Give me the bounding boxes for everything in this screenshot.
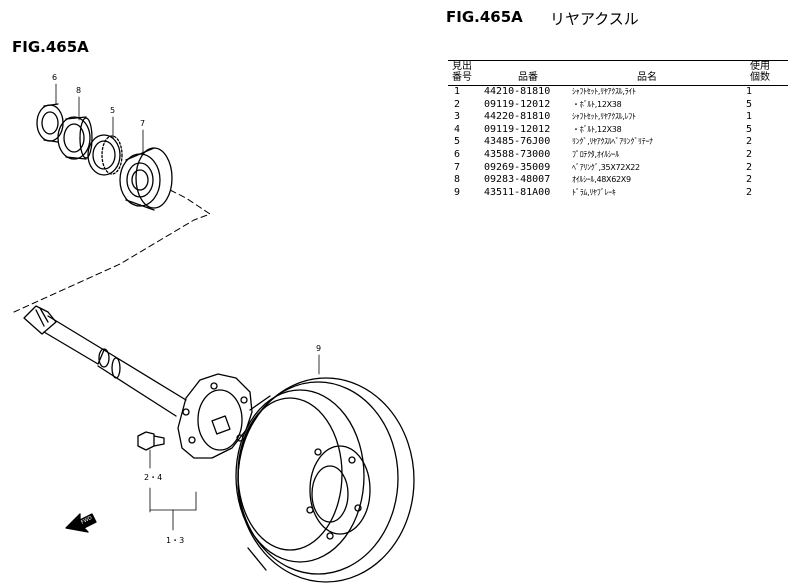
callout-9: 9	[316, 344, 321, 353]
table-row: 8 09283-48007 ｵｲﾙｼｰﾙ,48X62X9 2	[448, 174, 788, 187]
fig-code: FIG.465A	[446, 8, 523, 26]
qty: 1	[745, 86, 752, 97]
parts-table: 見出 番号 品番 品名 使用 個数 1 44210-81810 ｼｬﾌﾄｾｯﾄ,…	[448, 60, 788, 199]
ref-no: 8	[454, 174, 461, 186]
callout-5: 5	[110, 106, 115, 115]
brake-drum	[235, 377, 415, 583]
table-row: 6 43588-73000 ﾌﾟﾛﾃｸﾀ,ｵｲﾙｼｰﾙ 2	[448, 149, 788, 162]
callout-6: 6	[52, 73, 57, 82]
forward-arrow-icon: FWD	[65, 513, 97, 533]
callout-7: 7	[140, 119, 145, 128]
part-name: ・ﾎﾞﾙﾄ,12X38	[572, 99, 622, 109]
qty: 5	[745, 123, 752, 135]
header-qty: 使用 個数	[750, 61, 770, 83]
qty: 2	[745, 186, 752, 198]
part-name: ・ﾎﾞﾙﾄ,12X38	[572, 124, 622, 134]
fwd-label: FWD	[80, 515, 93, 526]
page-title: FIG.465A リヤアクスル	[446, 8, 639, 28]
hub-bolt	[137, 431, 165, 451]
bearing-retainer-ring	[87, 134, 123, 176]
qty: 5	[745, 98, 752, 110]
callout-2-4: 2・4	[144, 473, 162, 482]
qty: 2	[745, 174, 752, 186]
part-name: ﾘﾝｸﾞ,ﾘﾔｱｸｽﾙﾍﾞｱﾘﾝｸﾞﾘﾃｰﾅ	[572, 137, 653, 147]
part-no: 09119-12012	[484, 123, 551, 135]
ref-no: 3	[454, 111, 461, 123]
ref-no: 2	[454, 98, 461, 110]
table-row: 2 09119-12012 ・ﾎﾞﾙﾄ,12X38 5	[448, 99, 788, 112]
assembly-line	[13, 189, 211, 313]
part-name: ｼｬﾌﾄｾｯﾄ,ﾘﾔｱｸｽﾙ,ﾚﾌﾄ	[572, 112, 636, 122]
callout-1-3: 1・3	[166, 536, 184, 545]
part-no: 43511-81A00	[484, 186, 551, 198]
table-row: 1 44210-81810 ｼｬﾌﾄｾｯﾄ,ﾘﾔｱｸｽﾙ,ﾗｲﾄ 1	[448, 86, 788, 99]
part-name: ｵｲﾙｼｰﾙ,48X62X9	[572, 175, 631, 185]
part-no: 44210-81810	[484, 86, 551, 97]
axle-flange	[177, 373, 253, 459]
part-name: ｼｬﾌﾄｾｯﾄ,ﾘﾔｱｸｽﾙ,ﾗｲﾄ	[572, 87, 636, 96]
table-row: 5 43485-76J00 ﾘﾝｸﾞ,ﾘﾔｱｸｽﾙﾍﾞｱﾘﾝｸﾞﾘﾃｰﾅ 2	[448, 136, 788, 149]
table-row: 3 44220-81810 ｼｬﾌﾄｾｯﾄ,ﾘﾔｱｸｽﾙ,ﾚﾌﾄ 1	[448, 111, 788, 124]
fig-title: リヤアクスル	[550, 10, 639, 28]
ref-no: 4	[454, 123, 461, 135]
ref-no: 1	[454, 86, 461, 97]
table-row: 9 43511-81A00 ﾄﾞﾗﾑ,ﾘﾔﾌﾞﾚｰｷ 2	[448, 187, 788, 200]
qty: 1	[745, 111, 752, 123]
oil-seal-protector	[36, 103, 64, 143]
part-no: 43588-73000	[484, 148, 551, 160]
part-name: ﾌﾟﾛﾃｸﾀ,ｵｲﾙｼｰﾙ	[572, 149, 619, 159]
leader-bracket-right	[172, 491, 197, 531]
qty: 2	[745, 136, 752, 148]
qty: 2	[745, 161, 752, 173]
header-part-no: 品番	[518, 72, 538, 83]
ref-no: 6	[454, 148, 461, 160]
table-row: 7 09269-35009 ﾍﾞｱﾘﾝｸﾞ,35X72X22 2	[448, 162, 788, 175]
bearing	[119, 147, 173, 211]
leader-bracket-left	[149, 487, 197, 513]
header-ref-no: 見出 番号	[452, 61, 472, 83]
header-part-name: 品名	[637, 72, 657, 83]
exploded-parts-diagram: 6 8 5 7 9 2・4 1・3	[13, 73, 415, 583]
part-no: 09269-35009	[484, 161, 551, 173]
part-no: 09283-48007	[484, 174, 551, 186]
part-no: 44220-81810	[484, 111, 551, 123]
figure-label: FIG.465A	[12, 38, 89, 56]
part-no: 09119-12012	[484, 98, 551, 110]
parts-table-header: 見出 番号 品番 品名 使用 個数	[448, 60, 788, 86]
callout-8: 8	[76, 86, 81, 95]
part-name: ﾍﾞｱﾘﾝｸﾞ,35X72X22	[572, 162, 640, 172]
oil-seal	[57, 116, 93, 160]
part-name: ﾄﾞﾗﾑ,ﾘﾔﾌﾞﾚｰｷ	[572, 187, 616, 197]
table-row: 4 09119-12012 ・ﾎﾞﾙﾄ,12X38 5	[448, 124, 788, 137]
ref-no: 9	[454, 186, 461, 198]
axle-shaft	[23, 305, 187, 417]
ref-no: 7	[454, 161, 461, 173]
ref-no: 5	[454, 136, 461, 148]
qty: 2	[745, 148, 752, 160]
part-no: 43485-76J00	[484, 136, 551, 148]
